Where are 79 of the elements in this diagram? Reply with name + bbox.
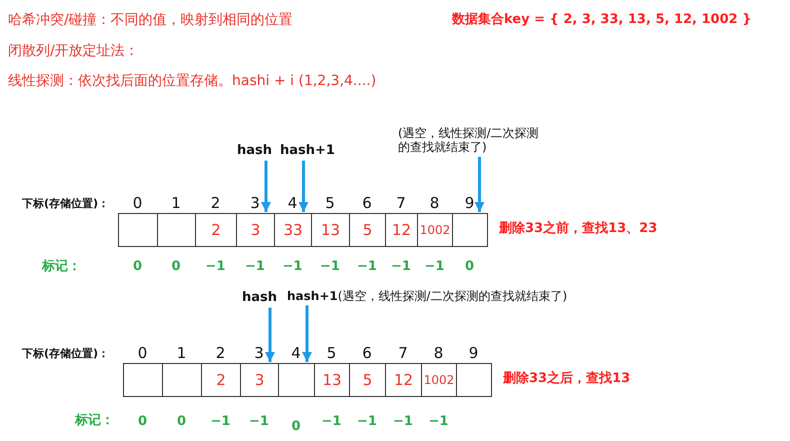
array-cell bbox=[157, 213, 196, 247]
pointer-label: hash bbox=[242, 290, 278, 306]
mark-value: −1 bbox=[390, 259, 412, 275]
mark-heading: 标记： bbox=[75, 413, 114, 429]
down-arrow bbox=[298, 160, 308, 212]
index-heading: 下标(存储位置)： bbox=[22, 347, 110, 360]
array-cell bbox=[162, 363, 202, 397]
mark-value: −1 bbox=[428, 414, 450, 430]
index-number: 7 bbox=[397, 344, 409, 362]
pointer-label: hash+1 bbox=[280, 143, 335, 159]
array-cell: 2 bbox=[195, 213, 237, 247]
array-cell: 13 bbox=[314, 363, 350, 397]
array-cell: 5 bbox=[349, 213, 386, 247]
pointer-label: hash bbox=[237, 143, 272, 159]
index-heading: 下标(存储位置)： bbox=[22, 197, 110, 210]
index-number: 0 bbox=[136, 344, 148, 362]
array-cell: 3 bbox=[236, 213, 275, 247]
array-cell bbox=[456, 363, 492, 397]
mark-value: −1 bbox=[424, 259, 446, 275]
index-number: 2 bbox=[210, 194, 222, 212]
mark-value: 0 bbox=[132, 259, 144, 275]
array-cell: 13 bbox=[311, 213, 350, 247]
array-cell: 1002 bbox=[417, 213, 453, 247]
pointer-label: hash+1(遇空，线性探测/二次探测的查找就结束了) bbox=[287, 289, 568, 304]
mark-value: 0 bbox=[136, 414, 148, 430]
array-cell: 12 bbox=[385, 363, 422, 397]
index-number: 9 bbox=[464, 194, 476, 212]
down-arrow bbox=[265, 308, 275, 362]
array-cell: 1002 bbox=[421, 363, 457, 397]
index-number: 8 bbox=[432, 344, 444, 362]
mark-value: 0 bbox=[464, 259, 476, 275]
index-number: 1 bbox=[176, 344, 188, 362]
array-cell: 5 bbox=[349, 363, 386, 397]
index-number: 0 bbox=[132, 194, 144, 212]
array-cell bbox=[118, 213, 158, 247]
pointer-label: (遇空，线性探测/二次探测的查找就结束了) bbox=[398, 126, 548, 155]
result-note: 删除33之后，查找13 bbox=[503, 371, 630, 387]
mark-value: 0 bbox=[176, 414, 188, 430]
array-cell: 3 bbox=[240, 363, 279, 397]
index-number: 5 bbox=[324, 194, 336, 212]
mark-value: −1 bbox=[356, 259, 378, 275]
down-arrow bbox=[474, 156, 484, 212]
index-number: 3 bbox=[249, 194, 261, 212]
note-text: 线性探测：依次找后面的位置存储。hashi + i (1,2,3,4....) bbox=[8, 73, 376, 90]
index-number: 2 bbox=[214, 344, 226, 362]
mark-value: −1 bbox=[282, 259, 304, 275]
index-number: 6 bbox=[361, 194, 373, 212]
index-number: 5 bbox=[326, 344, 338, 362]
index-number: 4 bbox=[290, 344, 302, 362]
mark-value: −1 bbox=[204, 259, 226, 275]
down-arrow bbox=[302, 305, 312, 362]
index-number: 1 bbox=[170, 194, 182, 212]
mark-value: −1 bbox=[210, 414, 232, 430]
index-number: 3 bbox=[253, 344, 265, 362]
mark-value: 0 bbox=[170, 259, 182, 275]
index-number: 6 bbox=[361, 344, 373, 362]
mark-value: −1 bbox=[356, 414, 378, 430]
index-number: 9 bbox=[468, 344, 480, 362]
index-number: 4 bbox=[286, 194, 298, 212]
key-set-text: 数据集合key = { 2, 3, 33, 13, 5, 12, 1002 } bbox=[452, 12, 752, 28]
array-cell bbox=[452, 213, 488, 247]
array-cell: 33 bbox=[274, 213, 312, 247]
mark-value: −1 bbox=[392, 414, 414, 430]
mark-value: −1 bbox=[248, 414, 270, 430]
array-cell: 2 bbox=[201, 363, 241, 397]
note-text: 哈希冲突/碰撞：不同的值，映射到相同的位置 bbox=[8, 12, 293, 29]
note-text: 闭散列/开放定址法： bbox=[8, 43, 139, 60]
mark-heading: 标记： bbox=[42, 259, 81, 275]
down-arrow bbox=[261, 160, 271, 212]
result-note: 删除33之前，查找13、23 bbox=[499, 221, 658, 237]
array-cell: 12 bbox=[385, 213, 418, 247]
index-number: 8 bbox=[428, 194, 440, 212]
mark-value: 0 bbox=[290, 419, 302, 435]
mark-value: −1 bbox=[319, 259, 341, 275]
index-number: 7 bbox=[395, 194, 407, 212]
mark-value: −1 bbox=[244, 259, 266, 275]
mark-value: −1 bbox=[320, 414, 342, 430]
array-cell bbox=[278, 363, 315, 397]
array-cell bbox=[123, 363, 163, 397]
